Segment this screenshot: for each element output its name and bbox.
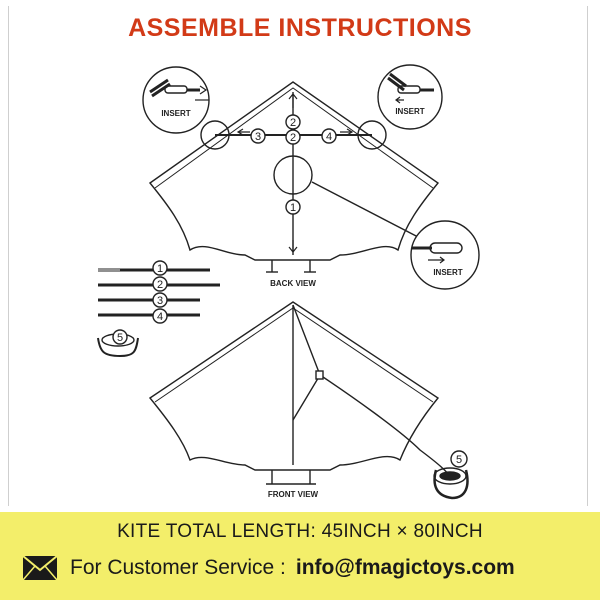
- insert-detail-left: INSERT: [142, 66, 210, 134]
- front-view-kite: [148, 301, 453, 485]
- part-2: 2: [157, 279, 163, 291]
- back-view-label: BACK VIEW: [270, 279, 316, 288]
- customer-service-label: For Customer Service :: [70, 556, 286, 579]
- spar-parts-list: 1 2 3 4 5: [97, 260, 220, 358]
- customer-service-email[interactable]: info@fmagictoys.com: [295, 556, 515, 579]
- page-title: ASSEMBLE INSTRUCTIONS: [128, 14, 472, 42]
- insert-detail-bottom: INSERT: [410, 220, 480, 290]
- assembly-diagram: 2 2 3 4 1 INSERT INSERT INSERT: [97, 64, 480, 500]
- part-5: 5: [117, 332, 123, 344]
- customer-service-row: For Customer Service : info@fmagictoys.c…: [22, 552, 515, 584]
- kite-length-text: KITE TOTAL LENGTH: 45INCH × 80INCH: [117, 521, 483, 542]
- marker-2-bottom: 2: [290, 132, 296, 144]
- marker-2-top: 2: [290, 117, 296, 129]
- front-view-label: FRONT VIEW: [268, 490, 319, 499]
- footer-banner: KITE TOTAL LENGTH: 45INCH × 80INCH For C…: [0, 512, 600, 600]
- part-1: 1: [157, 263, 163, 275]
- insert-label-right: INSERT: [395, 107, 424, 116]
- diagram-frame: [8, 6, 588, 506]
- part-4: 4: [157, 311, 163, 323]
- marker-4: 4: [326, 131, 332, 143]
- insert-detail-right: INSERT: [377, 64, 443, 130]
- part-3: 3: [157, 295, 163, 307]
- flying-handle: 5: [433, 450, 469, 500]
- insert-label-left: INSERT: [161, 109, 190, 118]
- insert-label-bottom: INSERT: [433, 268, 462, 277]
- envelope-icon: [22, 555, 58, 581]
- handle-number-front: 5: [456, 454, 462, 466]
- marker-1: 1: [290, 202, 296, 214]
- marker-3: 3: [255, 131, 261, 143]
- spar-markers-back: 2 2 3 4 1: [250, 114, 337, 215]
